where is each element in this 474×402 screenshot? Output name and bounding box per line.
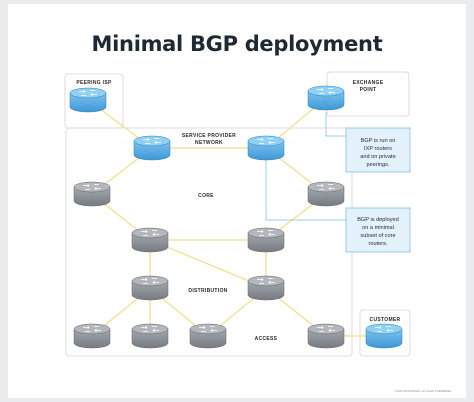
customer-frame [359, 309, 411, 357]
router-access-2-icon [131, 323, 169, 349]
router-distribution-left-icon [131, 275, 169, 301]
service-provider-label-line1: SERVICE PROVIDER [182, 133, 236, 139]
bgp-edge-note-line3: and on private [360, 154, 395, 160]
router-core-lower-left-icon [131, 227, 169, 253]
router-core-left-icon [73, 181, 111, 207]
bgp-core-note-line4: routers. [369, 241, 388, 247]
distribution-label: DISTRIBUTION [188, 288, 227, 294]
bgp-core-note-line3: subset of core [360, 233, 395, 239]
router-core-right-icon [307, 181, 345, 207]
service-provider-label-line2: NETWORK [195, 140, 223, 146]
router-provider-edge-left-icon [133, 135, 171, 161]
bgp-edge-note-line4: peerings. [366, 162, 389, 168]
router-exchange-point-icon [307, 85, 345, 111]
bgp-core-note-line1: BGP is deployed [357, 217, 399, 223]
access-label: ACCESS [255, 336, 278, 342]
exchange-point-label-line1: EXCHANGE [353, 80, 384, 86]
bgp-core-note-line2: on a minimal [362, 225, 394, 231]
router-access-1-icon [73, 323, 111, 349]
router-provider-edge-right-icon [247, 135, 285, 161]
diagram-title: Minimal BGP deployment [91, 32, 383, 56]
router-distribution-right-icon [247, 275, 285, 301]
customer-label: CUSTOMER [370, 317, 401, 323]
routers [69, 85, 403, 349]
peering-isp-label: PEERING ISP [76, 80, 112, 86]
router-customer-icon [365, 323, 403, 349]
router-peering-isp-icon [69, 87, 107, 113]
router-access-3-icon [189, 323, 227, 349]
callout-connectors [265, 112, 346, 221]
bgp-edge-note-line2: IXP routers [364, 146, 392, 152]
router-core-lower-right-icon [247, 227, 285, 253]
bgp-edge-note-line1: BGP is run on [361, 138, 396, 144]
copyright-credit: ©2023 TECHTARGET. ALL RIGHTS RESERVED. [395, 389, 453, 393]
exchange-point-label-line2: POINT [360, 87, 377, 93]
router-access-4-icon [307, 323, 345, 349]
bgp-edge-note-box [345, 127, 411, 173]
bgp-core-note-box [345, 207, 411, 253]
core-label: CORE [198, 193, 214, 199]
